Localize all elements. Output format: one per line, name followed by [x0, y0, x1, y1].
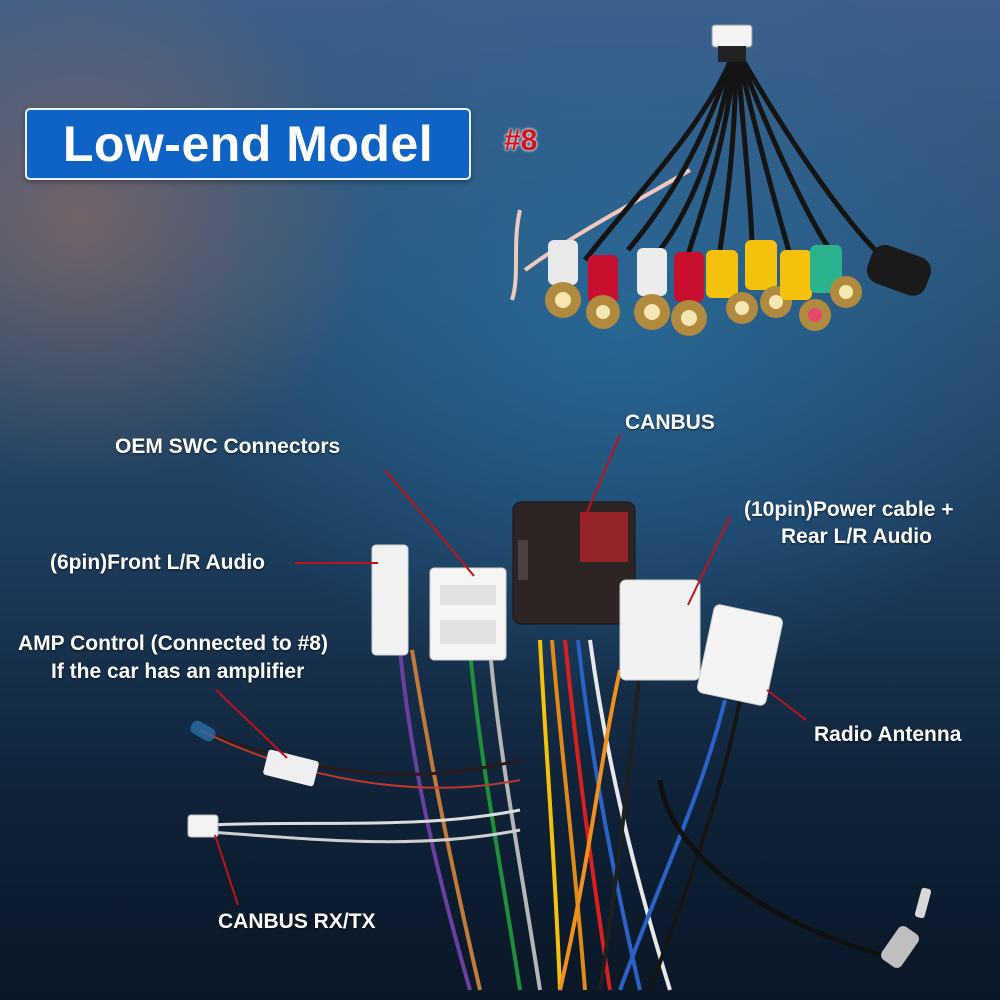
- label-power-cable-line2: Rear L/R Audio: [781, 525, 932, 548]
- rca-harness: [510, 24, 931, 336]
- label-oem-swc-connectors: OEM SWC Connectors: [115, 435, 341, 458]
- label-front-audio: (6pin)Front L/R Audio: [50, 551, 266, 574]
- label-canbus-rxtx: CANBUS RX/TX: [218, 910, 376, 933]
- main-harness: [187, 501, 932, 991]
- label-canbus: CANBUS: [625, 411, 715, 434]
- label-amp-control-line2: If the car has an amplifier: [51, 660, 305, 683]
- label-amp-control-line1: AMP Control (Connected to #8): [18, 632, 328, 655]
- pointer-lines: [214, 434, 807, 906]
- model-badge: Low-end Model: [25, 108, 471, 180]
- label-power-cable-line1: (10pin)Power cable +: [744, 498, 954, 521]
- pin-8-tag: #8: [504, 124, 538, 157]
- label-radio-antenna: Radio Antenna: [814, 723, 962, 746]
- model-title: Low-end Model: [62, 116, 434, 172]
